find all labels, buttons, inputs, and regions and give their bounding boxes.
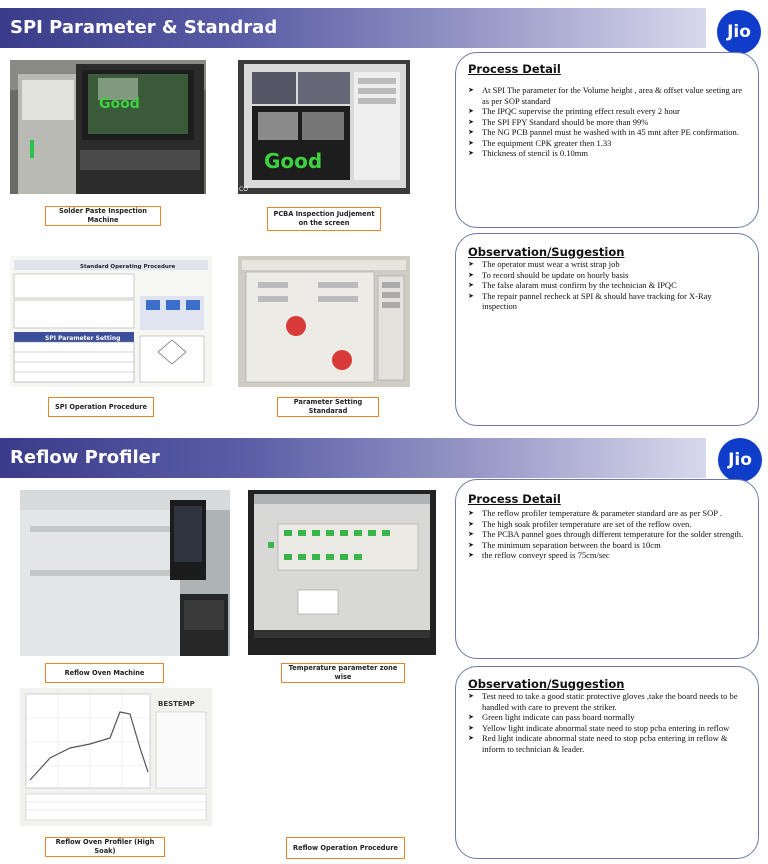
list-item: Red light indicate abnormal state need t… [468, 733, 746, 754]
list-item: The equipment CPK greater then 1.33 [468, 138, 746, 149]
reflow-profiler-photo: BESTEMP [20, 688, 212, 826]
caption-pcba-judgement: PCBA Inspection Judjement on the screen [267, 207, 381, 231]
reflow-observation-list: Test need to take a good static protecti… [468, 691, 746, 754]
svg-text:BESTEMP: BESTEMP [158, 700, 195, 708]
list-item: Green light indicate can pass board norm… [468, 712, 746, 723]
spi-process-detail-box: Process Detail At SPI The parameter for … [455, 52, 759, 228]
list-item: The PCBA pannel goes through different t… [468, 529, 746, 540]
list-item: Yellow light indicate abnormal state nee… [468, 723, 746, 734]
spi-process-list: At SPI The parameter for the Volume heig… [468, 85, 746, 159]
list-item: The IPQC supervise the printing effect r… [468, 106, 746, 117]
reflow-oven-photo [20, 490, 230, 656]
spi-machine-photo: Good [10, 60, 206, 194]
spi-observation-list: The operator must wear a wrist strap job… [468, 259, 746, 312]
spi-section-title: SPI Parameter & Standrad [10, 17, 278, 38]
list-item: The repair pannel recheck at SPI & shoul… [468, 291, 746, 312]
svg-text:SPI Parameter Setting: SPI Parameter Setting [45, 335, 120, 342]
list-item: The false alaram must confirm by the tec… [468, 280, 746, 291]
caption-spi-machine: Solder Paste Inspection Machine [45, 206, 161, 226]
caption-reflow-profiler: Reflow Oven Profiler (High Soak) [45, 837, 165, 857]
caption-temperature-zone: Temperature parameter zone wise [281, 663, 405, 683]
jio-logo: Jio [718, 438, 762, 482]
spi-observation-title: Observation/Suggestion [468, 245, 625, 259]
good-text: Good [99, 96, 140, 112]
temperature-zone-photo [248, 490, 436, 655]
list-item: The operator must wear a wrist strap job [468, 259, 746, 270]
spi-process-detail-title: Process Detail [468, 62, 561, 76]
list-item: Test need to take a good static protecti… [468, 691, 746, 712]
caption-reflow-procedure: Reflow Operation Procedure [286, 837, 405, 859]
caption-spi-sop: SPI Operation Procedure [48, 397, 154, 417]
caption-reflow-oven: Reflow Oven Machine [45, 663, 164, 683]
good-text-large: Good [264, 149, 322, 173]
caption-parameter-setting: Parameter Setting Standarad [277, 397, 379, 417]
reflow-section-banner: Reflow Profiler [0, 438, 706, 478]
list-item: The high soak profiler temperature are s… [468, 519, 746, 530]
list-item: At SPI The parameter for the Volume heig… [468, 85, 746, 106]
list-item: The minimum separation between the board… [468, 540, 746, 551]
list-item: the reflow conveyr speed is 75cm/sec [468, 550, 746, 561]
parameter-setting-photo [238, 256, 410, 387]
reflow-process-detail-box: Process Detail The reflow profiler tempe… [455, 479, 759, 659]
reflow-observation-box: Observation/Suggestion Test need to take… [455, 666, 759, 859]
spi-sop-photo: Standard Operating Procedure SPI Paramet… [10, 256, 212, 387]
reflow-process-detail-title: Process Detail [468, 492, 561, 506]
list-item: The SPI FPY Standard should be more than… [468, 117, 746, 128]
list-item: Thickness of stencil is 0.10mm [468, 148, 746, 159]
svg-text:Standard Operating Procedure: Standard Operating Procedure [80, 264, 176, 270]
spi-section-banner: SPI Parameter & Standrad [0, 8, 706, 48]
jio-logo: Jio [717, 10, 761, 54]
reflow-process-list: The reflow profiler temperature & parame… [468, 508, 746, 561]
spi-observation-box: Observation/Suggestion The operator must… [455, 233, 759, 426]
reflow-section-title: Reflow Profiler [10, 447, 160, 468]
list-item: The reflow profiler temperature & parame… [468, 508, 746, 519]
list-item: To record should be update on hourly bas… [468, 270, 746, 281]
list-item: The NG PCB pannel must be washed with in… [468, 127, 746, 138]
svg-text:CO: CO [239, 186, 248, 193]
pcba-judgement-photo: Good CO [238, 60, 410, 194]
reflow-observation-title: Observation/Suggestion [468, 677, 625, 691]
